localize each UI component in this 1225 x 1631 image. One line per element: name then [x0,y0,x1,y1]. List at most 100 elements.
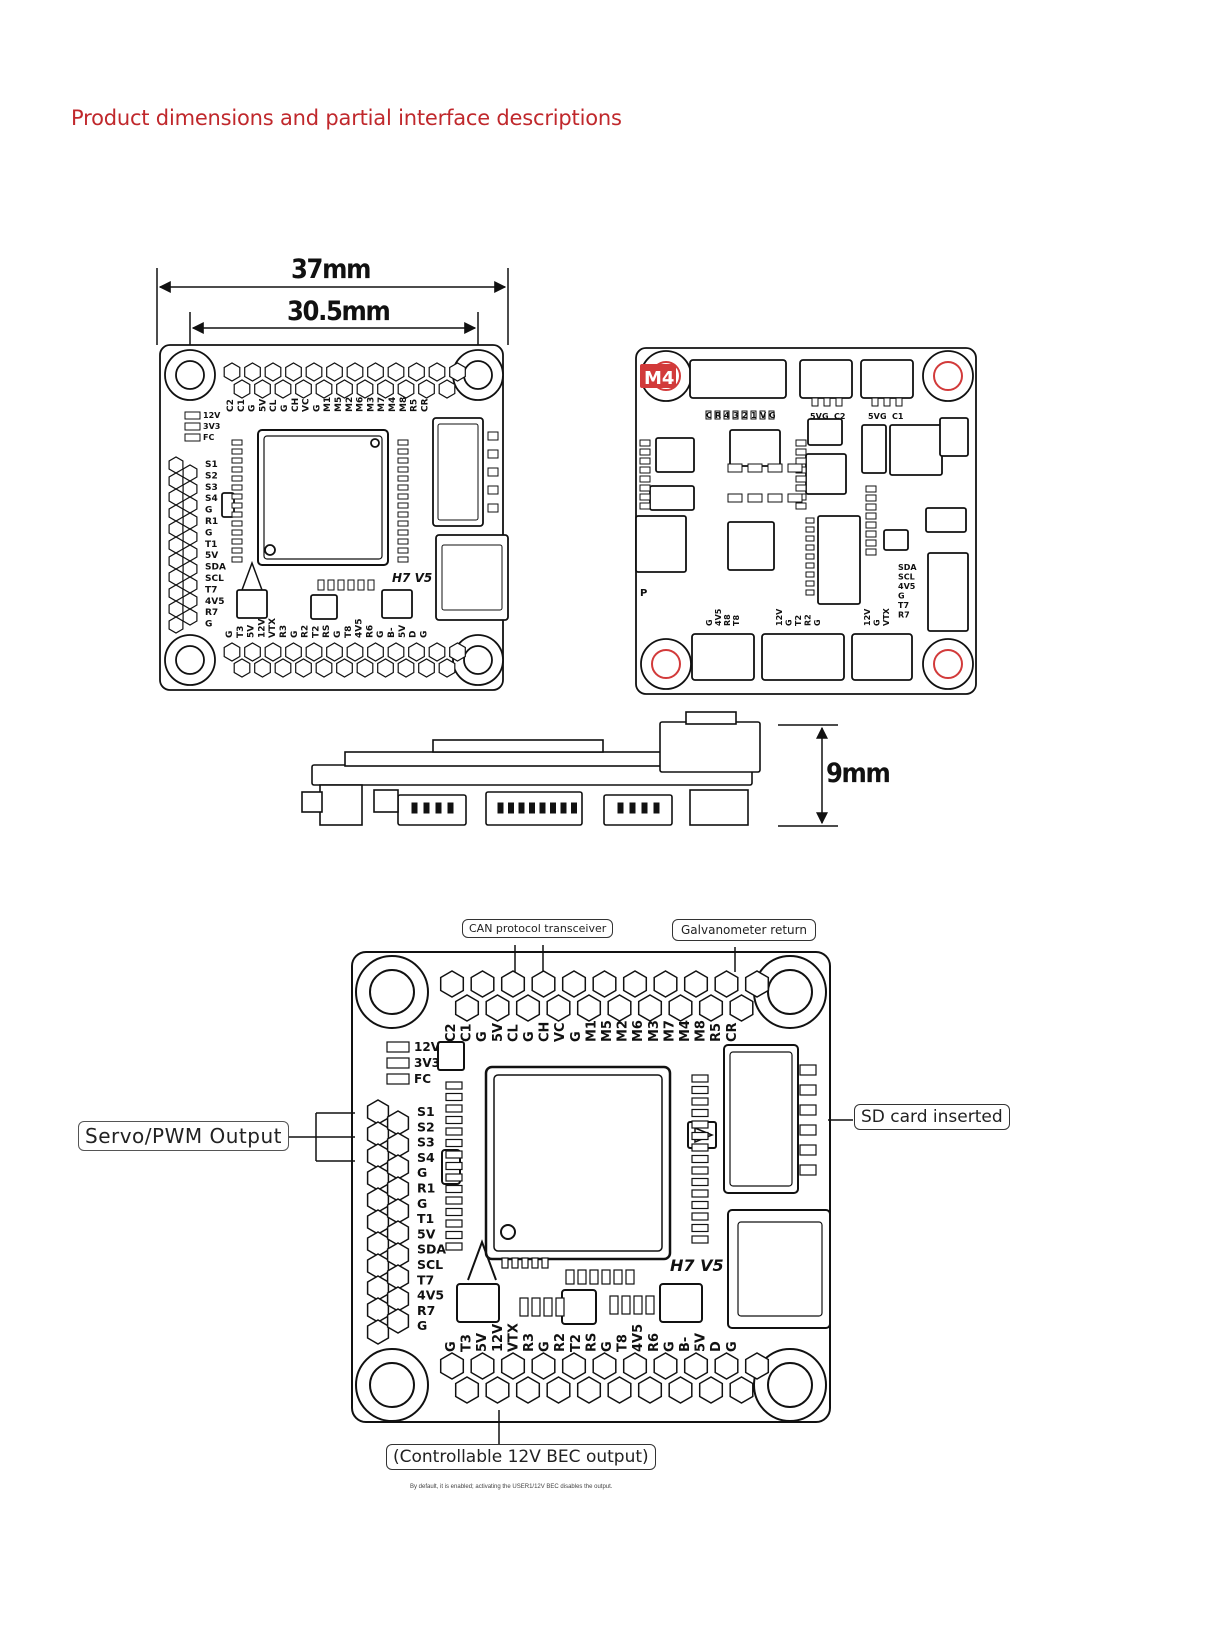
pad-hex [182,576,198,594]
callout-sd: SD card inserted [854,1104,1010,1130]
pad-hex [386,1110,410,1136]
pad-hex [377,658,394,678]
connector-pin [435,802,442,814]
mount-holes-large [355,955,827,1422]
pad-hex [698,1376,724,1404]
resistor [445,1184,463,1194]
sd-pin [487,431,499,441]
passive-components-front-small [184,411,499,591]
resistor [231,493,243,500]
callout-galv: Galvanometer return [672,919,816,941]
pin-label-top-large: M1 [584,1020,599,1042]
resistor [397,529,409,536]
pin-label-bottom-small: G [333,631,343,638]
pin-label-left-small: S3 [205,483,218,493]
model-label-large: H7 V5 [670,1256,724,1275]
resistor [445,1230,463,1240]
resistor [691,1177,709,1187]
pin-label-top-large: M5 [600,1020,615,1042]
connector-pin [560,802,567,814]
resistor [231,457,243,464]
pin-label-left-small: SCL [205,574,224,584]
mount-holes [164,349,504,686]
pin-label-top-small: CH [291,398,301,412]
header-label-back: G [769,411,776,420]
pad-hex [336,379,353,399]
pad-hex [592,1352,617,1380]
pad-hex [182,560,198,578]
resistor [805,553,815,560]
resistor [691,1131,709,1141]
header-pin [823,397,831,407]
pad-hex [637,994,663,1022]
resistor [397,556,409,563]
resistor [231,538,243,545]
resistor [397,466,409,473]
pin-label-left-large: 5V [417,1226,436,1241]
pin-label-bottom-small: T8 [344,626,354,638]
side-view-pins [411,802,660,814]
pin-label-left-small: R1 [205,517,218,527]
pin-label-left-large: T1 [417,1211,434,1226]
pad-hex [366,1143,390,1169]
pad-hex [408,642,425,662]
pad-hex [418,658,435,678]
pin-label-top-small: M7 [377,397,387,412]
led [184,433,201,442]
resistor [691,1097,709,1106]
pin-label-bottom-large: B- [678,1337,693,1352]
pad-hex [386,1220,410,1246]
pin-label-top-large: G [569,1031,584,1042]
pad-hex [295,379,312,399]
port-label-back: 5V [810,412,823,421]
pad-hex [515,1376,541,1404]
resistor [795,448,807,456]
resistor [445,1115,463,1125]
pin-label-top-large: M3 [647,1020,662,1042]
resistor [691,1108,709,1118]
pad-hex [305,362,323,382]
pad-hex [485,994,510,1022]
pin-label-bottom-small: G [376,631,386,638]
sd-pin [799,1124,817,1136]
pad-hex [168,488,184,506]
pad-hex [366,1099,390,1125]
pad-hex [729,994,754,1022]
pad-hex [531,1352,556,1380]
pad-hex [182,464,198,482]
port-label-back: C1 [892,412,904,421]
resistor [691,1235,709,1244]
pin-label-bottom-small: G [225,631,235,638]
header-label-back: 2 [742,411,748,420]
pin-label-bottom-small: G [290,631,300,638]
resistor [231,448,243,455]
capacitor [787,463,803,473]
pad-hex [356,658,374,678]
resistor [445,1161,463,1171]
resistor [805,517,815,524]
capacitor [747,463,763,473]
pin-label-left-large: S4 [417,1150,435,1165]
resistor [231,529,243,536]
resistor [445,1173,463,1182]
pad-hex [386,1308,410,1334]
pad-hex [367,362,384,382]
resistor [691,1212,709,1221]
capacitor [767,493,783,503]
passive-components-back [639,397,903,596]
pad-hex [454,1376,480,1404]
pin-label-bottom-large: G [600,1341,615,1352]
pin-label-top-small: R5 [410,399,420,412]
pad-hex [653,1352,678,1380]
pad-hex [576,1376,602,1404]
pin-label-bottom-back: 12V [775,608,784,626]
pad-hex [233,658,251,678]
capacitor [555,1297,565,1317]
pad-hex [336,658,353,678]
pad-hex [346,362,364,382]
connector-pin [518,802,525,814]
capacitor [625,1269,635,1285]
pin-label-left-large: S1 [417,1104,435,1119]
resistor [639,502,651,510]
